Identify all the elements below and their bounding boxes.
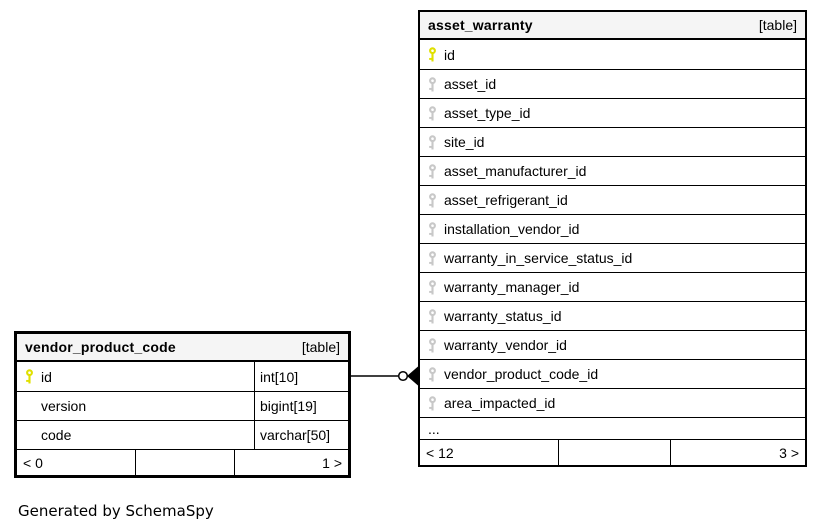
column-name: version: [41, 398, 87, 414]
column-row: version bigint[19]: [17, 391, 348, 420]
column-name: asset_refrigerant_id: [444, 192, 568, 208]
column-row: installation_vendor_id: [420, 214, 805, 243]
column-row: site_id: [420, 127, 805, 156]
child-count: 1 >: [322, 454, 342, 471]
foreign-key-icon: [428, 105, 437, 121]
column-name: area_impacted_id: [444, 395, 556, 411]
foreign-key-icon: [428, 279, 437, 295]
zero-cardinality-circle: [397, 370, 409, 382]
key-icon-spacer: [25, 428, 34, 443]
foreign-key-icon: [428, 308, 437, 324]
foreign-key-icon: [428, 221, 437, 237]
column-row: asset_id: [420, 69, 805, 98]
child-count: 3 >: [779, 444, 799, 461]
column-name: asset_id: [444, 76, 497, 92]
column-name: warranty_status_id: [444, 308, 562, 324]
parent-count: < 12: [426, 444, 454, 461]
table-footer: < 12 3 >: [420, 439, 805, 465]
foreign-key-icon: [428, 366, 437, 382]
many-cardinality-crowfoot: [407, 366, 418, 386]
column-name: warranty_in_service_status_id: [444, 250, 633, 266]
table-node-vendor-product-code[interactable]: vendor_product_code [table] id int[10] v…: [14, 331, 351, 478]
footer-spacer-cell: [558, 440, 671, 465]
primary-key-icon: [428, 47, 437, 62]
foreign-key-icon: [428, 250, 437, 266]
column-row: id: [420, 40, 805, 69]
column-name: id: [41, 368, 52, 385]
table-name: asset_warranty: [428, 17, 533, 33]
table-node-asset-warranty[interactable]: asset_warranty [table] id asset_id asset…: [418, 10, 807, 467]
parent-count: < 0: [23, 454, 43, 471]
column-name: id: [444, 46, 455, 63]
column-type: bigint[19]: [254, 392, 348, 420]
table-badge: [table]: [758, 17, 797, 33]
table-footer: < 0 1 >: [17, 449, 348, 475]
footer-spacer-cell: [135, 450, 235, 475]
column-row: warranty_manager_id: [420, 272, 805, 301]
column-name: warranty_vendor_id: [444, 337, 567, 353]
relationship-connector-crowfoot: [351, 366, 418, 386]
column-name: warranty_manager_id: [444, 279, 580, 295]
foreign-key-icon: [428, 76, 437, 92]
column-row: warranty_vendor_id: [420, 330, 805, 359]
foreign-key-icon: [428, 395, 437, 411]
column-name: asset_manufacturer_id: [444, 163, 587, 179]
generated-by-label: Generated by SchemaSpy: [18, 502, 214, 520]
column-row: asset_manufacturer_id: [420, 156, 805, 185]
column-name: vendor_product_code_id: [444, 366, 599, 382]
column-row-vendor-product-code-id: vendor_product_code_id: [420, 359, 805, 388]
column-row: code varchar[50]: [17, 420, 348, 449]
table-header-asset-warranty[interactable]: asset_warranty [table]: [420, 12, 805, 40]
column-row: warranty_in_service_status_id: [420, 243, 805, 272]
column-row-id: id int[10]: [17, 362, 348, 391]
foreign-key-icon: [428, 192, 437, 208]
column-type: varchar[50]: [254, 421, 348, 449]
column-row: asset_refrigerant_id: [420, 185, 805, 214]
column-row: warranty_status_id: [420, 301, 805, 330]
foreign-key-icon: [428, 163, 437, 179]
foreign-key-icon: [428, 337, 437, 353]
columns-ellipsis: ...: [420, 417, 805, 439]
table-header-vendor-product-code[interactable]: vendor_product_code [table]: [17, 334, 348, 362]
table-name: vendor_product_code: [25, 339, 176, 355]
primary-key-icon: [25, 369, 34, 384]
key-icon-spacer: [25, 399, 34, 414]
table-badge: [table]: [301, 339, 340, 355]
column-name: code: [41, 427, 72, 443]
column-row: area_impacted_id: [420, 388, 805, 417]
foreign-key-icon: [428, 134, 437, 150]
column-type: int[10]: [254, 362, 348, 391]
column-row: asset_type_id: [420, 98, 805, 127]
column-name: site_id: [444, 134, 485, 150]
column-name: installation_vendor_id: [444, 221, 580, 237]
column-name: asset_type_id: [444, 105, 531, 121]
